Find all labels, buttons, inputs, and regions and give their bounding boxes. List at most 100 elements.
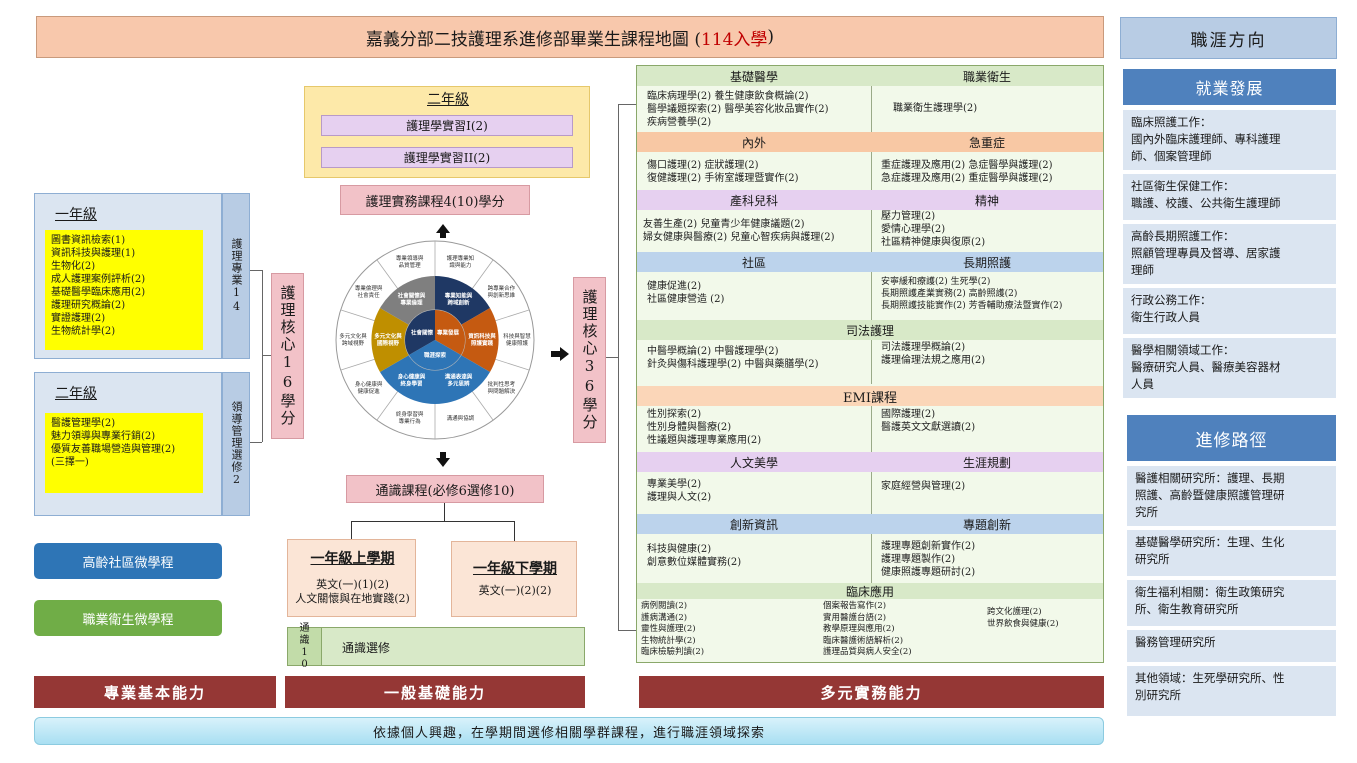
divider	[871, 534, 872, 583]
career-item: 醫學相關領域工作： 醫療研究人員、醫療美容器材 人員	[1123, 338, 1336, 398]
cluster-courses: 重症護理及應用(2) 急症醫學與護理(2) 急症護理及應用(2) 重症醫學與護理…	[881, 160, 1053, 184]
year2-practice-title: 二年級	[427, 92, 469, 108]
career-item: 行政公務工作： 衛生行政人員	[1123, 288, 1336, 334]
wheel-outer-label: 多元文化與跨域視野	[339, 332, 367, 347]
connector-line	[606, 357, 618, 358]
cluster-courses: 專業美學(2) 護理與人文(2)	[647, 479, 712, 503]
cluster-community: 社區	[637, 252, 871, 272]
divider	[871, 152, 872, 190]
micro-program-occupational[interactable]: 職業衛生微學程	[34, 600, 222, 636]
connector-line	[262, 270, 263, 442]
connector-line	[250, 442, 262, 443]
title-end: )	[767, 27, 775, 47]
general-basic-ability: 一般基礎能力	[285, 676, 585, 708]
wheel-inner-label: 專業知能與跨域創新	[445, 291, 473, 306]
wheel-outer-label: 科技與智慧健康照護	[503, 332, 531, 347]
year2-practice-box: 二年級 護理學實習I(2) 護理學實習II(2)	[304, 86, 590, 178]
cluster-courses: 護理專題創新實作(2) 護理專題製作(2) 健康照護專題研討(2)	[881, 541, 976, 578]
connector-line	[250, 270, 262, 271]
nursing-profession-label: 護理專業14	[222, 193, 250, 359]
wheel-center-label: 職涯探索	[424, 351, 447, 359]
wheel-outer-label: 專業倫理與社會責任	[355, 284, 383, 299]
page-title: 嘉義分部二技護理系進修部畢業生課程地圖 (114入學)	[36, 16, 1104, 58]
cluster-courses: 健康促進(2) 社區健康營造 (2)	[647, 281, 725, 305]
practice-2: 護理學實習II(2)	[321, 147, 573, 168]
wheel-outer-label: 身心健康與健康促進	[355, 380, 383, 395]
year1-title: 一年級	[55, 207, 97, 223]
cluster-courses: 家庭經營與管理(2)	[881, 481, 966, 492]
core16-label: 護理核心16學分	[271, 273, 304, 439]
year1-box: 一年級 圖書資訊檢索(1) 資訊科技與護理(1) 生物化(2) 成人護理案例評析…	[34, 193, 222, 359]
practice-course-label: 護理實務課程4(10)學分	[340, 185, 530, 215]
divider	[871, 86, 872, 132]
wheel-center-label: 社會關懷	[410, 329, 434, 337]
career-item: 高齡長期照護工作： 照顧管理專員及督導、居家護 理師	[1123, 224, 1336, 284]
wheel-center-label: 專業發展	[437, 329, 460, 337]
connector-line	[514, 521, 515, 541]
arrow-up-icon	[440, 232, 446, 238]
practice-1: 護理學實習I(2)	[321, 115, 573, 136]
study-item: 基礎醫學研究所：生理、生化 研究所	[1127, 530, 1336, 576]
career-direction-header: 職涯方向	[1120, 17, 1337, 59]
cluster-basic-medicine: 基礎醫學	[637, 66, 871, 86]
cluster-long-term-care: 長期照護	[871, 252, 1103, 272]
semester2-title: 一年級下學期	[473, 561, 557, 577]
core36-label: 護理核心36學分	[573, 277, 606, 443]
diverse-practice-ability: 多元實務能力	[639, 676, 1104, 708]
cluster-courses: 國際護理(2) 醫護英文文獻選讀(2)	[881, 409, 976, 433]
divider	[871, 472, 872, 514]
connector-line	[351, 521, 352, 539]
cluster-medical-surgical: 內外	[637, 132, 871, 152]
general-elective-credits: 通識10	[299, 622, 310, 670]
leadership-elective-label: 領導管理選修2	[222, 372, 250, 516]
cluster-courses: 中醫學概論(2) 中醫護理學(2) 針灸與傷科護理學(2) 中醫與藥膳學(2)	[647, 346, 819, 370]
cluster-courses: 跨文化護理(2) 世界飲食與健康(2)	[987, 607, 1059, 629]
cluster-courses: 職業衛生護理學(2)	[893, 103, 978, 114]
connector-line	[618, 104, 619, 630]
career-item: 社區衛生保健工作： 職護、校護、公共衛生護理師	[1123, 174, 1336, 220]
cluster-career-planning: 生涯規劃	[871, 452, 1103, 472]
semester2-box: 一年級下學期 英文(一)(2)(2)	[451, 541, 577, 617]
study-item: 其他領域：生死學研究所、性 別研究所	[1127, 666, 1336, 716]
cluster-psychiatric: 精神	[871, 190, 1103, 210]
divider	[871, 210, 872, 252]
year2-box: 二年級 醫護管理學(2) 魅力領導與專業行銷(2) 優質友善職場營造與管理(2)…	[34, 372, 222, 516]
study-path-header: 進修路徑	[1127, 415, 1336, 461]
cluster-courses: 性別探索(2) 性別身體與醫療(2) 性議題與護理專業應用(2)	[647, 409, 762, 446]
wheel-inner-label: 溝通表達與多元思辨	[445, 373, 473, 388]
employment-header: 就業發展	[1123, 69, 1336, 105]
cluster-courses: 病例閱讀(2) 護病溝通(2) 靈性與護理(2) 生物統計學(2) 臨床檢驗判讀…	[641, 601, 705, 657]
divider	[871, 340, 872, 384]
study-item: 衛生福利相關：衛生政策研究 所、衛生教育研究所	[1127, 580, 1336, 626]
wheel-outer-label: 終身學習與專業行為	[396, 410, 424, 425]
course-cluster-table: 基礎醫學 職業衛生 臨床病理學(2) 養生健康飲食概論(2) 醫學議題探索(2)…	[636, 65, 1104, 663]
general-course-label: 通識課程(必修6選修10)	[346, 475, 544, 503]
divider	[871, 272, 872, 320]
wheel-inner-label: 社會關懷與專業倫理	[397, 291, 426, 306]
micro-program-elderly[interactable]: 高齡社區微學程	[34, 543, 222, 579]
connector-line	[618, 104, 636, 105]
wheel-inner-label: 身心健康與終身學習	[398, 373, 426, 388]
cluster-clinical-application: 臨床應用	[637, 583, 1103, 599]
cluster-courses: 安寧緩和療護(2) 生死學(2) 長期照護產業實務(2) 高齡照護(2) 長期照…	[881, 277, 1063, 311]
cluster-courses: 司法護理學概論(2) 護理倫理法規之應用(2)	[881, 342, 986, 366]
footer-banner: 依據個人興趣，在學期間選修相關學群課程，進行職涯領域探索	[34, 717, 1104, 745]
cluster-project-innovation: 專題創新	[871, 514, 1103, 534]
wheel-outer-label: 批判性思考與問題解決	[488, 380, 516, 395]
cluster-ob-peds: 產科兒科	[637, 190, 871, 210]
cluster-occupational-health: 職業衛生	[871, 66, 1103, 86]
cluster-innovation-info: 創新資訊	[637, 514, 871, 534]
connector-line	[262, 355, 272, 356]
divider	[871, 406, 872, 452]
semester2-courses: 英文(一)(2)(2)	[478, 584, 552, 597]
cluster-critical-care: 急重症	[871, 132, 1103, 152]
semester1-courses: 英文(一)(1)(2) 人文關懷與在地實踐(2)	[295, 578, 410, 605]
wheel-outer-label: 跨專業合作與創新思維	[488, 284, 516, 299]
study-item: 醫務管理研究所	[1127, 630, 1336, 662]
cluster-forensic-nursing: 司法護理	[637, 320, 1103, 340]
semester1-box: 一年級上學期 英文(一)(1)(2) 人文關懷與在地實踐(2)	[287, 539, 416, 617]
title-highlight: 114入學	[700, 29, 768, 50]
cluster-courses: 傷口護理(2) 症狀護理(2) 復健護理(2) 手術室護理暨實作(2)	[647, 160, 799, 184]
wheel-outer-label: 護理專業知識與能力	[447, 254, 475, 269]
connector-line	[618, 630, 636, 631]
